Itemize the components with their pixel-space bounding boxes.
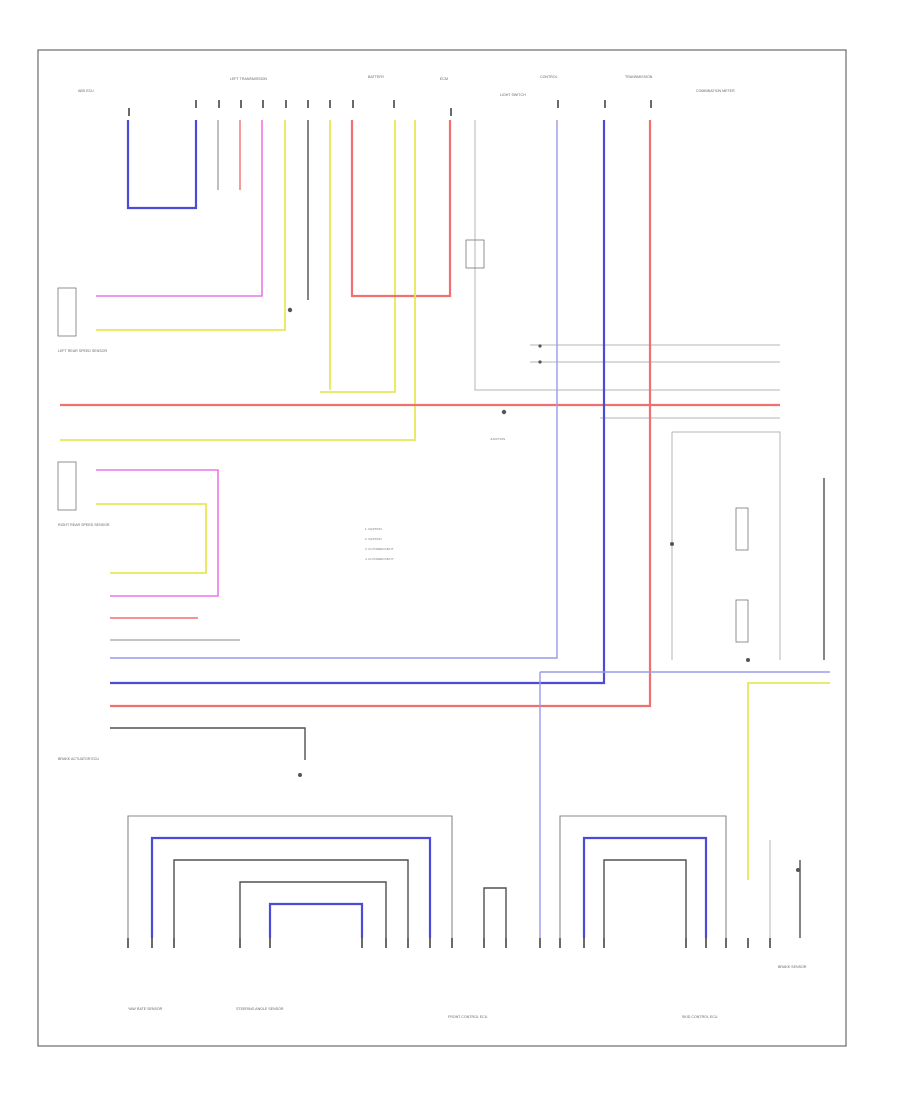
right-block-component <box>735 507 749 551</box>
wire-dark-ecu-8 <box>110 727 306 760</box>
diagram-frame <box>37 49 847 1047</box>
wire-yellow-right-rear <box>96 503 207 574</box>
wire-yellow-right-bottom <box>747 682 830 880</box>
wire-yellow-mid <box>320 120 396 393</box>
top-labels: ABS ECU LEFT TRANSMISSION BATTERY ECM LI… <box>78 75 735 97</box>
wire-dark-center <box>483 887 507 938</box>
wire-blue-ecu <box>110 120 606 685</box>
svg-text:STEERING ANGLE SENSOR: STEERING ANGLE SENSOR <box>236 1007 284 1011</box>
svg-text:1. IGNITION: 1. IGNITION <box>365 527 382 531</box>
wire-grey-right-block <box>671 431 781 660</box>
label-ecu-block: BRAKE ACTUATOR ECU <box>58 757 99 761</box>
top-connector-pins <box>128 100 652 116</box>
center-notes: 1. IGNITION 2. IGNITION 3. IG POWER INPU… <box>365 527 394 561</box>
left-rear-sensor-box <box>57 287 77 337</box>
right-rear-sensor-box <box>57 461 77 511</box>
wire-red-ecu <box>110 120 652 708</box>
svg-text:BRAKE SENSOR: BRAKE SENSOR <box>778 965 807 969</box>
wire-red-top-loop <box>350 120 452 298</box>
ground-symbols <box>287 307 800 872</box>
svg-text:2. IGNITION: 2. IGNITION <box>365 537 382 541</box>
svg-text:3. IG POWER INPUT: 3. IG POWER INPUT <box>365 547 394 551</box>
label-left-rear-sensor: LEFT REAR SPEED SENSOR <box>58 349 107 353</box>
wire-pink-left-rear <box>96 120 263 297</box>
svg-text:FRONT CONTROL ECU: FRONT CONTROL ECU <box>448 1015 488 1019</box>
label-combination-meter: COMBINATION METER <box>696 89 735 93</box>
bottom-connector-pins <box>127 938 771 948</box>
wire-yellow-left-rear <box>96 120 286 331</box>
label-transmission: TRANSMISSION <box>625 75 653 79</box>
label-control: CONTROL <box>540 75 558 79</box>
svg-text:4. IG POWER INPUT: 4. IG POWER INPUT <box>365 557 394 561</box>
bottom-left-harness <box>127 815 453 938</box>
label-ecm: ECM <box>440 77 448 81</box>
wire-yellow-long <box>60 120 416 441</box>
label-left-transmission: LEFT TRANSMISSION <box>230 77 267 81</box>
wire-blue-abs-loop <box>126 120 198 210</box>
resistor-component <box>465 239 485 269</box>
wire-lblue-long <box>110 120 558 659</box>
bottom-labels: YAW RATE SENSOR STEERING ANGLE SENSOR FR… <box>128 965 807 1019</box>
label-abs-ecu: ABS ECU <box>78 89 94 93</box>
wire-pink-right-rear <box>96 469 219 597</box>
label-right-rear-sensor: RIGHT REAR SPEED SENSOR <box>58 523 110 527</box>
svg-text:SKID CONTROL ECU: SKID CONTROL ECU <box>682 1015 718 1019</box>
label-battery: BATTERY <box>368 75 385 79</box>
wire-lblue-bottom <box>539 671 830 938</box>
bottom-right-harness <box>559 815 801 938</box>
right-block-component-2 <box>735 599 749 643</box>
label-light-switch: LIGHT SWITCH <box>500 93 526 97</box>
wire-grey-center <box>474 120 780 391</box>
label-junction: JUNCTION <box>490 437 505 441</box>
svg-text:YAW RATE SENSOR: YAW RATE SENSOR <box>128 1007 163 1011</box>
